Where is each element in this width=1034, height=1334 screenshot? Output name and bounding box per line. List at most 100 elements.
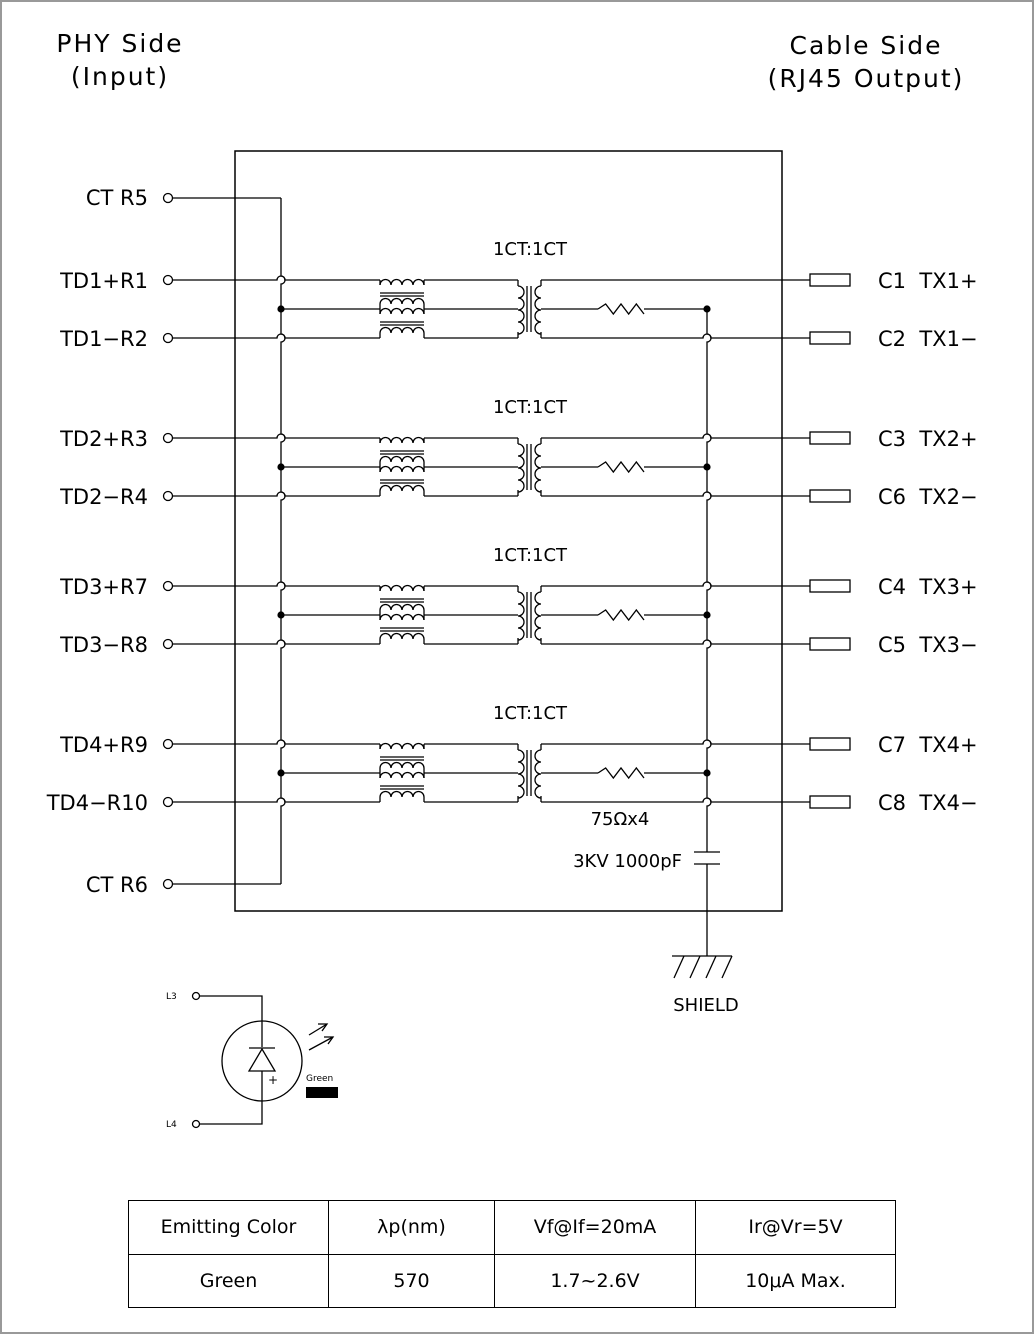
transformer-coil bbox=[517, 443, 525, 493]
cable-pin-label: C1 TX1+ bbox=[878, 269, 978, 293]
table-header-cell: Vf@If=20mA bbox=[494, 1200, 696, 1255]
cable-pin-terminal bbox=[809, 273, 851, 287]
ground-hatch bbox=[721, 955, 733, 979]
transformer-coil bbox=[534, 749, 542, 799]
cable-pin-label: C3 TX2+ bbox=[878, 427, 978, 451]
table-cell: Green bbox=[128, 1253, 329, 1308]
ct-top-label: CT R5 bbox=[86, 186, 148, 210]
capacitor-label: 3KV 1000pF bbox=[573, 851, 682, 872]
transformer-ratio-label: 1CT:1CT bbox=[493, 703, 568, 724]
transformer-coil bbox=[534, 285, 542, 335]
transformer-coil bbox=[379, 436, 425, 444]
center-tap-bus bbox=[280, 198, 286, 884]
transformer-coil bbox=[517, 591, 525, 641]
signal-wire bbox=[541, 333, 810, 339]
phy-pin-terminal bbox=[162, 490, 174, 502]
cable-pin-label: C4 TX3+ bbox=[878, 575, 978, 599]
cable-pin-label: C8 TX4− bbox=[878, 791, 978, 815]
transformer-coil bbox=[379, 613, 425, 621]
table-cell: 570 bbox=[328, 1253, 495, 1308]
junction-dot bbox=[277, 305, 285, 313]
cable-pin-terminal bbox=[809, 637, 851, 651]
transformer-coil bbox=[379, 326, 425, 334]
resistor bbox=[597, 608, 645, 622]
cable-pin-terminal bbox=[809, 331, 851, 345]
cable-pin-terminal bbox=[809, 795, 851, 809]
transformer-coil bbox=[517, 285, 525, 335]
phy-pin-label: TD3−R8 bbox=[59, 633, 148, 657]
transformer-coil bbox=[534, 591, 542, 641]
signal-wire bbox=[541, 797, 810, 803]
transformer-ratio-label: 1CT:1CT bbox=[493, 397, 568, 418]
signal-wire bbox=[172, 275, 380, 281]
transformer-ratio-label: 1CT:1CT bbox=[493, 239, 568, 260]
phy-pin-terminal bbox=[162, 432, 174, 444]
resistor bbox=[597, 460, 645, 474]
signal-wire bbox=[172, 333, 380, 339]
transformer-ratio-label: 1CT:1CT bbox=[493, 545, 568, 566]
phy-pin-label: TD2−R4 bbox=[59, 485, 148, 509]
junction-dot bbox=[703, 305, 711, 313]
led-symbol bbox=[191, 991, 335, 1129]
transformer-coil bbox=[379, 297, 425, 305]
transformer-coil bbox=[534, 443, 542, 493]
phy-side-title: PHY Side bbox=[56, 29, 183, 58]
transformer-coil bbox=[379, 761, 425, 769]
phy-pin-terminal bbox=[162, 638, 174, 650]
signal-wire bbox=[172, 639, 380, 645]
ground-hatch bbox=[689, 955, 701, 979]
signal-wire bbox=[541, 581, 810, 587]
signal-wire bbox=[172, 491, 380, 497]
signal-wire bbox=[172, 797, 380, 803]
cable-pin-terminal bbox=[809, 579, 851, 593]
junction-dot bbox=[277, 463, 285, 471]
table-cell: 10μA Max. bbox=[695, 1253, 896, 1308]
junction-dot bbox=[703, 769, 711, 777]
cable-pin-label: C7 TX4+ bbox=[878, 733, 978, 757]
phy-pin-label: TD3+R7 bbox=[59, 575, 148, 599]
phy-pin-terminal bbox=[162, 274, 174, 286]
transformer-coil bbox=[379, 771, 425, 779]
cable-side-title: Cable Side bbox=[790, 31, 943, 60]
table-row: Green 570 1.7~2.6V 10μA Max. bbox=[128, 1253, 896, 1308]
table-header-cell: λp(nm) bbox=[328, 1200, 495, 1255]
signal-wire bbox=[541, 491, 810, 497]
table-header-cell: Ir@Vr=5V bbox=[695, 1200, 896, 1255]
junction-dot bbox=[703, 611, 711, 619]
module-outline bbox=[234, 150, 783, 912]
resistor bbox=[597, 302, 645, 316]
resistor-label: 75Ωx4 bbox=[591, 809, 650, 830]
cable-pin-label: C2 TX1− bbox=[878, 327, 978, 351]
phy-side-subtitle: (Input) bbox=[71, 62, 169, 91]
phy-pin-terminal bbox=[162, 332, 174, 344]
cable-pin-label: C6 TX2− bbox=[878, 485, 978, 509]
ct-bottom-label: CT R6 bbox=[86, 873, 148, 897]
junction-dot bbox=[277, 611, 285, 619]
transformer-coil bbox=[379, 742, 425, 750]
table-cell: 1.7~2.6V bbox=[494, 1253, 696, 1308]
transformer-coil bbox=[379, 465, 425, 473]
cable-pin-terminal bbox=[809, 489, 851, 503]
cable-pin-terminal bbox=[809, 431, 851, 445]
led-pin-bottom: L4 bbox=[166, 1120, 177, 1130]
transformer-coil bbox=[379, 455, 425, 463]
signal-wire bbox=[172, 433, 380, 439]
table-header-row: Emitting Color λp(nm) Vf@If=20mA Ir@Vr=5… bbox=[128, 1200, 896, 1255]
phy-pin-terminal bbox=[162, 580, 174, 592]
junction-dot bbox=[277, 769, 285, 777]
table-header-cell: Emitting Color bbox=[128, 1200, 329, 1255]
transformer-coil bbox=[379, 632, 425, 640]
signal-wire bbox=[172, 581, 380, 587]
junction-dot bbox=[703, 463, 711, 471]
led-spec-table-wrap: Emitting Color λp(nm) Vf@If=20mA Ir@Vr=5… bbox=[128, 1200, 896, 1308]
led-polarity: + bbox=[268, 1073, 278, 1087]
transformer-coil bbox=[379, 584, 425, 592]
signal-wire bbox=[172, 739, 380, 745]
wiring bbox=[162, 192, 851, 979]
phy-pin-terminal bbox=[162, 878, 174, 890]
shield-label: SHIELD bbox=[673, 995, 739, 1016]
cable-side-subtitle: (RJ45 Output) bbox=[768, 64, 965, 93]
led-color-label: Green bbox=[306, 1074, 333, 1084]
